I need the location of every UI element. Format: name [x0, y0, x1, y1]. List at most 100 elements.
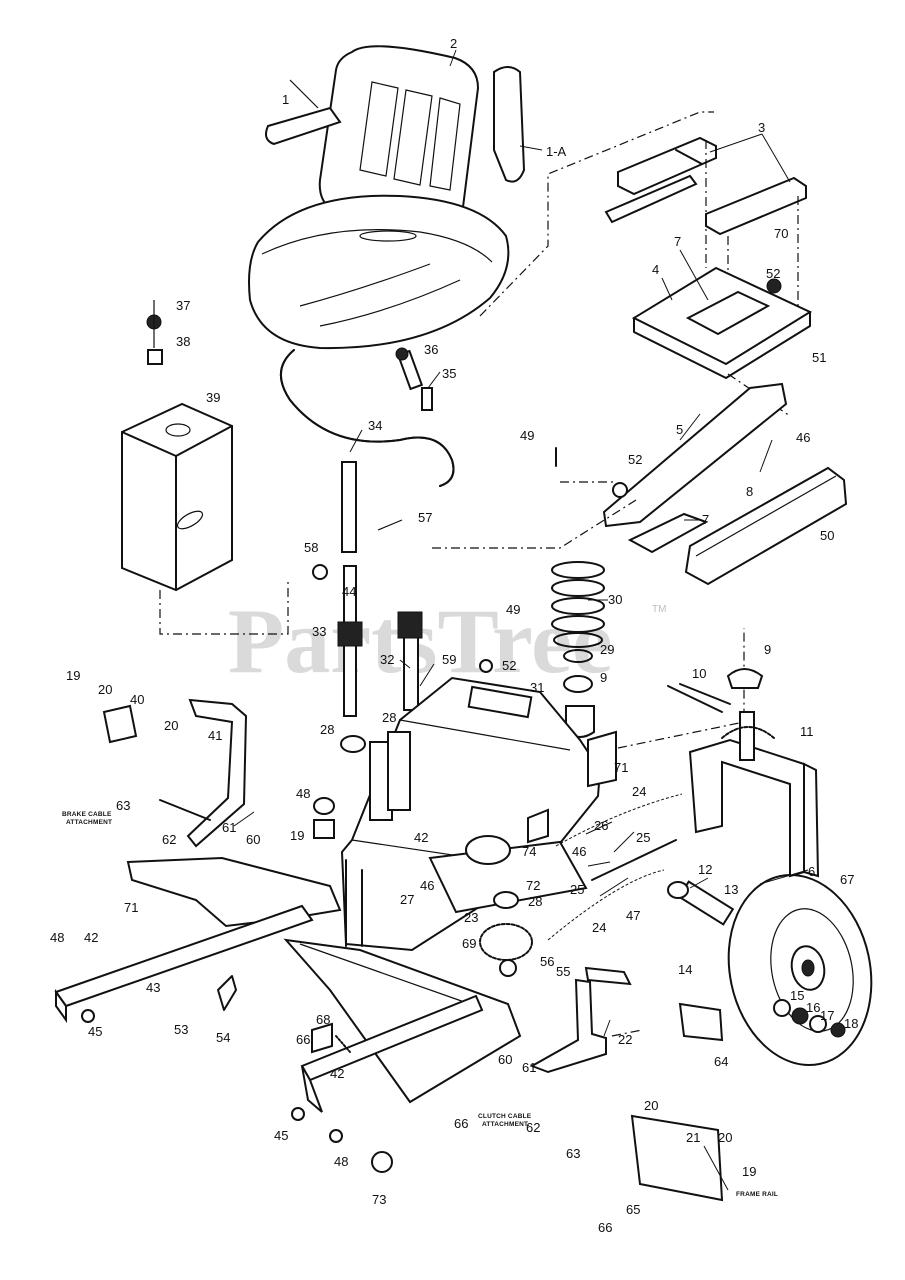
callout-42b: 42	[84, 930, 98, 945]
callout-29: 29	[600, 642, 614, 657]
callout-54: 54	[216, 1030, 230, 1045]
brake-cable-note-line2: ATTACHMENT	[66, 819, 112, 826]
callout-56: 56	[540, 954, 554, 969]
callout-63b: 63	[566, 1146, 580, 1161]
callout-37: 37	[176, 298, 190, 313]
callout-45a: 45	[88, 1024, 102, 1039]
right-dash-line	[617, 628, 745, 749]
callout-9b: 9	[600, 670, 607, 685]
seat-dash-line	[479, 111, 714, 317]
watermark-text: PartsTree	[228, 590, 613, 692]
callout-70: 70	[774, 226, 788, 241]
callout-36: 36	[424, 342, 438, 357]
callout-12: 12	[698, 862, 712, 877]
callout-27: 27	[400, 892, 414, 907]
callout-28a: 28	[320, 722, 334, 737]
callout-62a: 62	[162, 832, 176, 847]
brake-cable-note-line1: BRAKE CABLE	[62, 811, 112, 818]
callout-35: 35	[442, 366, 456, 381]
callout-42a: 42	[414, 830, 428, 845]
callout-24a: 24	[632, 784, 646, 799]
fuel-tank-dash-line	[159, 578, 289, 635]
callout-25a: 25	[636, 830, 650, 845]
clutch-cable-note-line1: CLUTCH CABLE	[478, 1113, 532, 1120]
callout-7a: 7	[674, 234, 681, 249]
callout-20b: 20	[164, 718, 178, 733]
callout-28c: 28	[528, 894, 542, 909]
callout-14: 14	[678, 962, 692, 977]
steering-assembly	[280, 347, 455, 753]
callout-53: 53	[174, 1022, 188, 1037]
callout-49a: 49	[520, 428, 534, 443]
seat-assembly	[248, 45, 526, 350]
callout-42c: 42	[330, 1066, 344, 1081]
watermark-trademark: TM	[652, 604, 666, 615]
callout-72: 72	[526, 878, 540, 893]
callout-24b: 24	[592, 920, 606, 935]
drive-sprocket	[479, 891, 533, 977]
callout-15: 15	[790, 988, 804, 1003]
callout-57: 57	[418, 510, 432, 525]
seat-channel	[684, 466, 848, 586]
callout-4: 4	[652, 262, 659, 277]
callout-8: 8	[746, 484, 753, 499]
callout-49b: 49	[506, 602, 520, 617]
leader-lines	[233, 49, 809, 1191]
callout-68: 68	[316, 1012, 330, 1027]
callout-25b: 25	[570, 882, 584, 897]
callout-32: 32	[380, 652, 394, 667]
callout-20d: 20	[718, 1130, 732, 1145]
callout-52b: 52	[628, 452, 642, 467]
callout-13: 13	[724, 882, 738, 897]
callout-67: 67	[840, 872, 854, 887]
callout-38: 38	[176, 334, 190, 349]
callout-6: 6	[808, 864, 815, 879]
callout-50: 50	[820, 528, 834, 543]
callout-52c: 52	[502, 658, 516, 673]
callout-26: 26	[594, 818, 608, 833]
callout-60b: 60	[498, 1052, 512, 1067]
clutch-pedal	[529, 966, 724, 1202]
callout-46b: 46	[420, 878, 434, 893]
center-dash-line	[432, 499, 637, 549]
callout-43: 43	[146, 980, 160, 995]
callout-71a: 71	[124, 900, 138, 915]
callout-59: 59	[442, 652, 456, 667]
callout-47: 47	[626, 908, 640, 923]
callout-66c: 66	[598, 1220, 612, 1235]
callout-7b: 7	[702, 512, 709, 527]
callout-28b: 28	[382, 710, 396, 725]
callout-22: 22	[618, 1032, 632, 1047]
callout-16: 16	[806, 1000, 820, 1015]
callout-45b: 45	[274, 1128, 288, 1143]
clutch-cable-note-line2: ATTACHMENT.	[482, 1121, 529, 1128]
drive-chains	[547, 793, 683, 941]
callout-55: 55	[556, 964, 570, 979]
axle-tube	[54, 904, 484, 1113]
callout-11: 11	[800, 724, 814, 739]
callout-39: 39	[206, 390, 220, 405]
callout-2: 2	[450, 36, 457, 51]
callout-74: 74	[522, 844, 536, 859]
callout-66a: 66	[296, 1032, 310, 1047]
callout-40: 40	[130, 692, 144, 707]
coil-spring	[551, 561, 605, 738]
callout-19c: 19	[742, 1164, 756, 1179]
callout-10: 10	[692, 666, 706, 681]
callout-69: 69	[462, 936, 476, 951]
hardware	[81, 278, 782, 1173]
callout-19b: 19	[290, 828, 304, 843]
callout-1: 1	[282, 92, 289, 107]
callout-34: 34	[368, 418, 382, 433]
callout-33: 33	[312, 624, 326, 639]
frame-rail-note: FRAME RAIL	[736, 1191, 778, 1198]
callout-46a: 46	[796, 430, 810, 445]
callout-19a: 19	[66, 668, 80, 683]
callout-71b: 71	[614, 760, 628, 775]
callout-20c: 20	[644, 1098, 658, 1113]
callout-61a: 61	[222, 820, 236, 835]
callout-20a: 20	[98, 682, 112, 697]
callout-51: 51	[812, 350, 826, 365]
fuel-tank	[121, 300, 233, 592]
